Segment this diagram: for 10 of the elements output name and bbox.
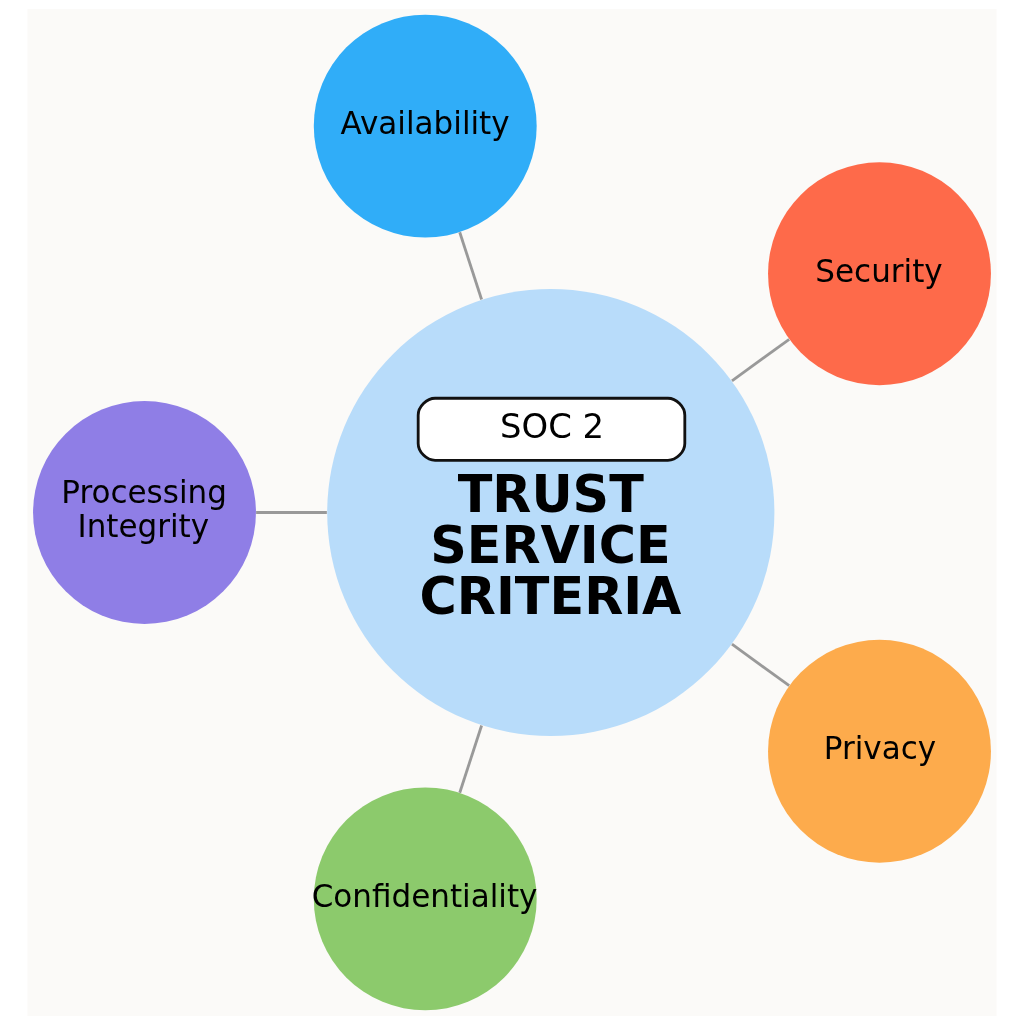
node-circle: Security <box>768 161 991 385</box>
node-circle: SOC 2 TRUST SERVICE CRITERIA <box>327 288 775 736</box>
node-circle: Availability <box>313 14 537 238</box>
connector <box>458 724 483 793</box>
node-circle: Processing Integrity <box>33 400 256 624</box>
connector <box>731 642 791 687</box>
connector <box>731 337 791 382</box>
connector <box>458 231 483 300</box>
node-circle: Privacy <box>768 639 991 863</box>
connector <box>256 510 327 514</box>
